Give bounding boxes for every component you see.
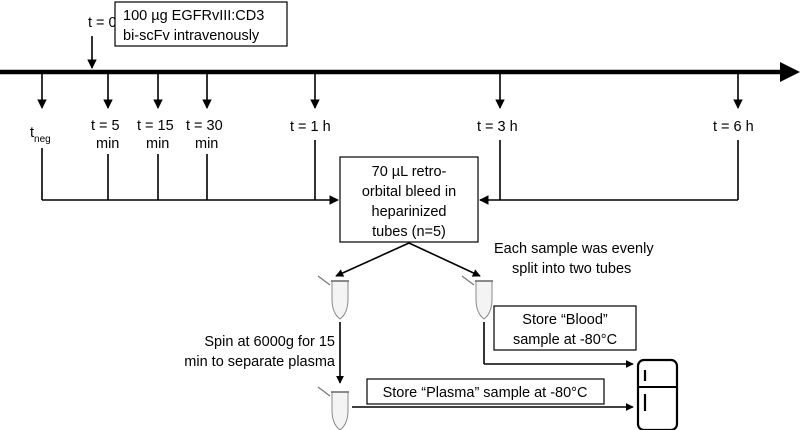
timepoint-30min-label: t = 30 [186, 118, 223, 134]
freezer-icon [636, 358, 679, 430]
blood-box [493, 305, 637, 351]
blood-line-2: sample at -80°C [513, 332, 617, 348]
spin-note-line-2: min to separate plasma [184, 354, 336, 370]
tube-icon [317, 275, 349, 320]
tube-icon [317, 386, 349, 430]
dose-line-2: bi-scFv intravenously [123, 28, 260, 44]
bleed-line-4: tubes (n=5) [372, 224, 446, 240]
split-note-line-2: split into two tubes [512, 261, 631, 277]
timepoint-3h-label: t = 3 h [477, 119, 518, 135]
bleed-line-1: 70 µL retro- [372, 164, 447, 180]
timepoint-5min-label: t = 5 [91, 118, 120, 134]
timepoint-neg-label: tneg [30, 125, 51, 145]
blood-line-1: Store “Blood” [522, 312, 608, 328]
dose-box [114, 1, 288, 47]
plasma-box [366, 378, 605, 405]
timepoint-5min-unit: min [96, 136, 119, 152]
timeline-arrowhead [780, 62, 800, 82]
bleed-box [339, 156, 479, 243]
bleed-line-2: orbital bleed in [362, 184, 456, 200]
split-note-line-1: Each sample was evenly [494, 241, 654, 257]
dose-time-label: t = 0 [88, 15, 117, 31]
tube-icon [461, 275, 493, 320]
timepoint-30min-unit: min [195, 136, 218, 152]
spin-note-line-1: Spin at 6000g for 15 [204, 334, 335, 350]
bleed-line-3: heparinized [372, 204, 447, 220]
timepoint-15min-label: t = 15 [137, 118, 174, 134]
plasma-label: Store “Plasma” sample at -80°C [383, 385, 588, 401]
dose-line-1: 100 µg EGFRvIII:CD3 [123, 8, 264, 24]
timepoint-1h-label: t = 1 h [290, 119, 331, 135]
timepoint-6h-label: t = 6 h [713, 119, 754, 135]
timepoint-15min-unit: min [146, 136, 169, 152]
